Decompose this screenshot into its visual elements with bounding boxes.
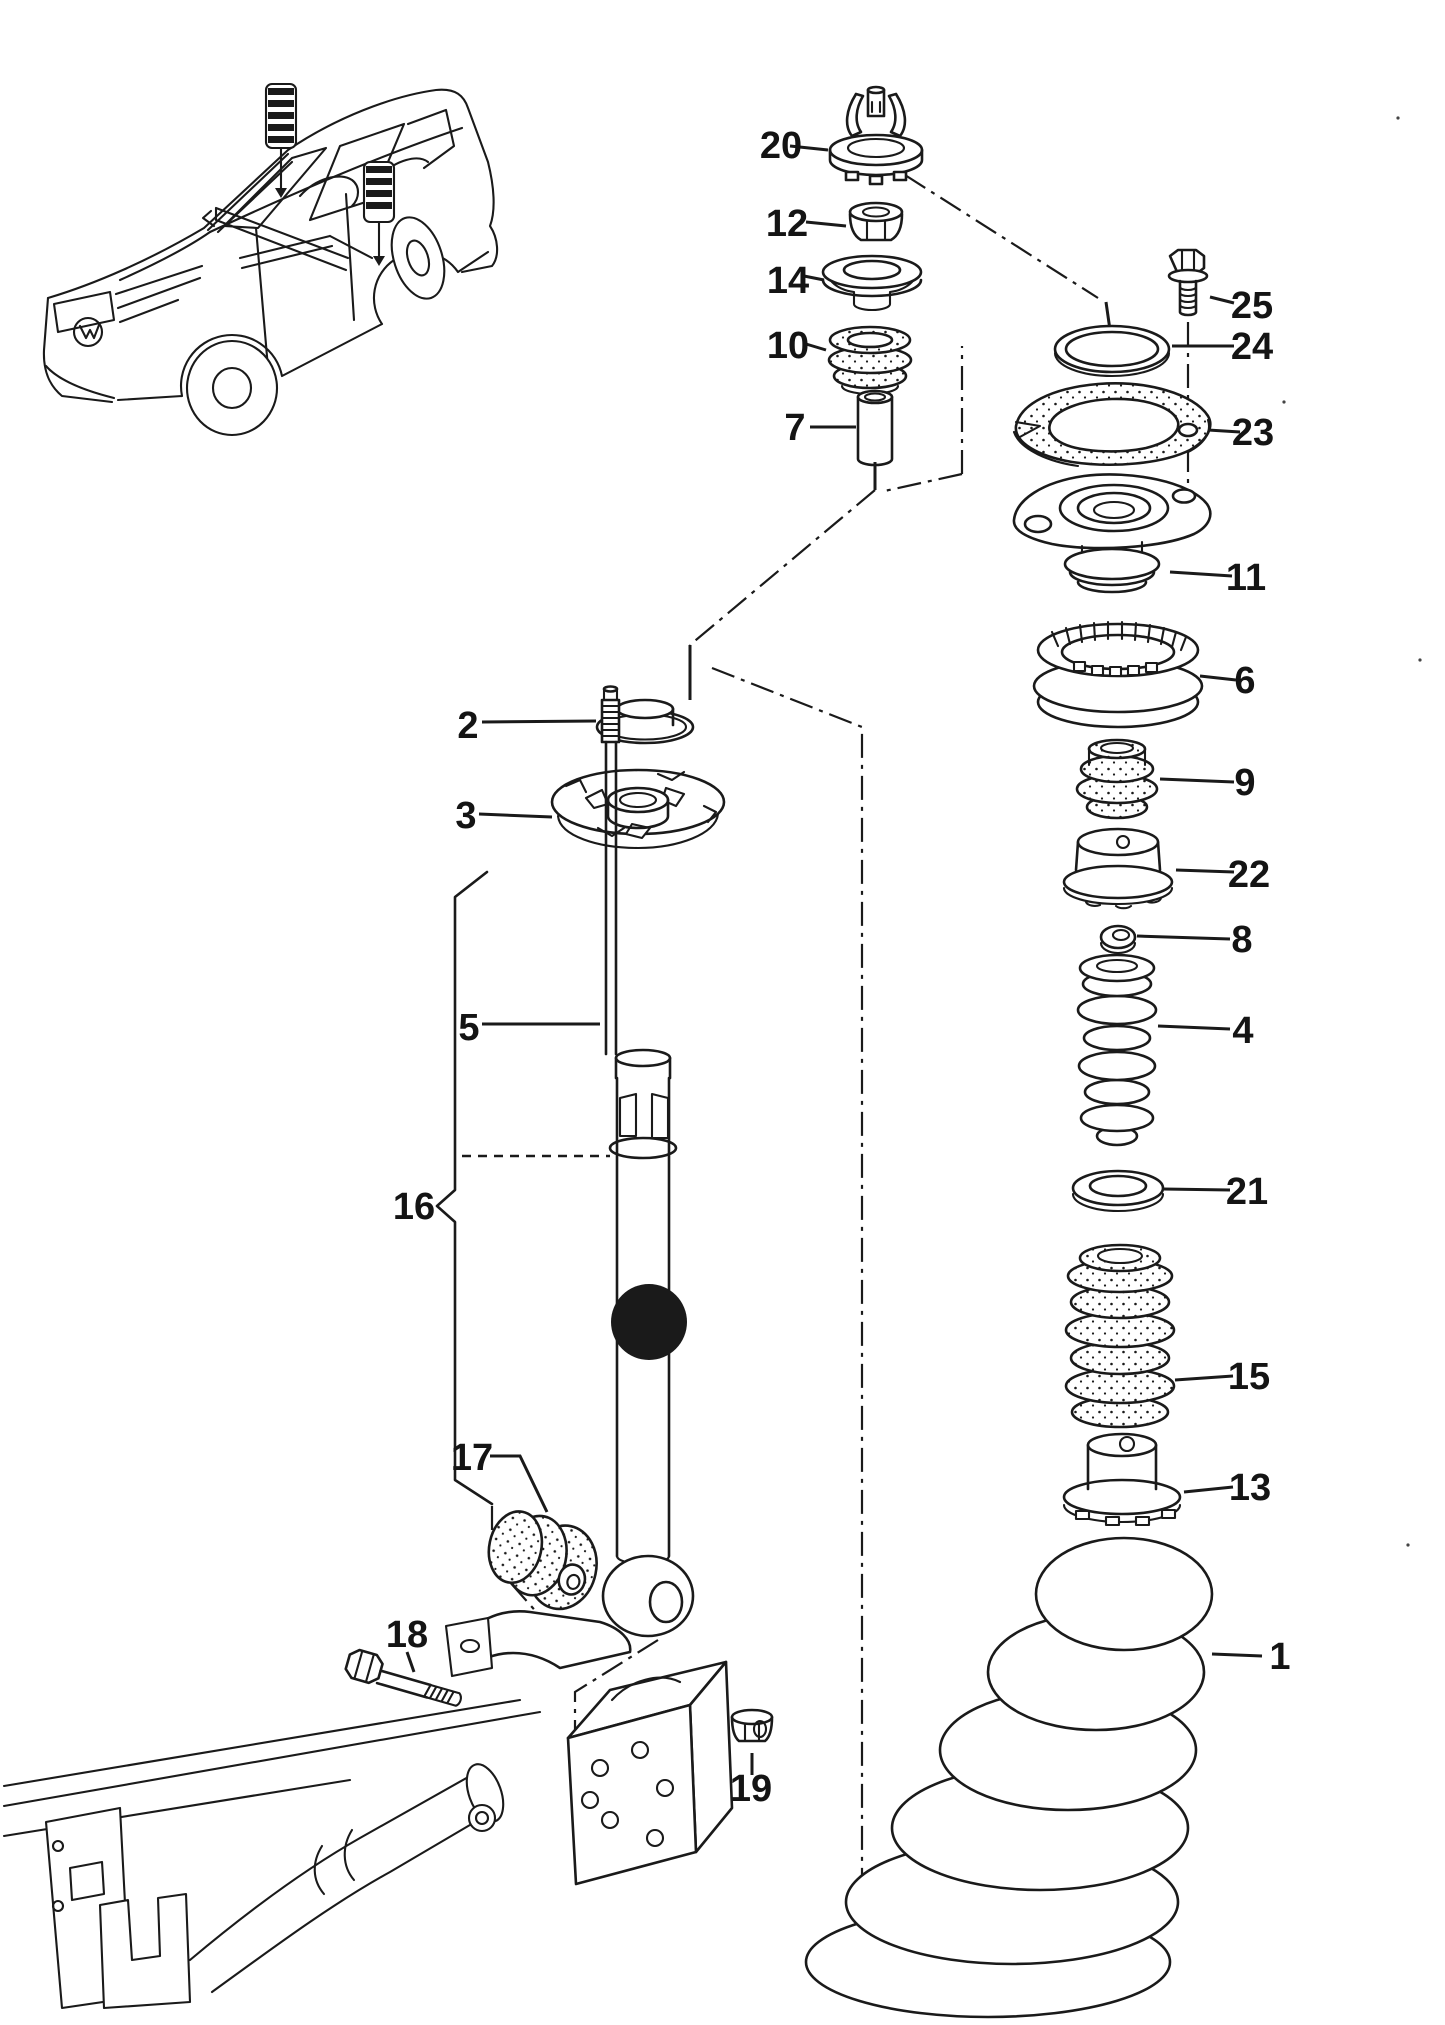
callout-15: 15 <box>1228 1356 1270 1398</box>
part-gasket <box>1012 382 1212 468</box>
shock-mount-block-front <box>566 1703 698 1886</box>
callout-16: 16 <box>393 1186 435 1228</box>
rear-axle-sketch <box>214 206 374 272</box>
part-cover-cap <box>1062 827 1174 910</box>
callout-13: 13 <box>1229 1467 1271 1509</box>
part-strut-mount-plate <box>1012 473 1212 594</box>
callout-3: 3 <box>455 795 476 837</box>
callout-23: 23 <box>1232 412 1274 454</box>
clamp-saddle <box>453 1610 632 1670</box>
callout-6: 6 <box>1234 660 1255 702</box>
part-bellows <box>1076 953 1158 1147</box>
assembly-bracket-16 <box>435 870 610 1506</box>
axle-assembly <box>2 1610 734 2010</box>
callout-25: 25 <box>1231 285 1273 327</box>
piston-rod <box>604 740 618 1056</box>
part-small-grommet <box>1099 924 1137 955</box>
callout-11: 11 <box>1226 557 1266 599</box>
part-rubber-buffer <box>1075 738 1159 820</box>
callout-20: 20 <box>760 125 802 167</box>
callout-12: 12 <box>766 203 808 245</box>
part-rubber-ring <box>827 325 913 396</box>
part-toothed-bearing-ring <box>1032 620 1204 729</box>
shock-absorber <box>600 685 695 1638</box>
part-sealing-ring <box>1053 324 1171 378</box>
vw-logo <box>72 316 104 348</box>
axle-fork <box>98 1892 192 2010</box>
callout-9: 9 <box>1234 762 1255 804</box>
callout-numbers: 20 12 14 10 7 25 24 23 11 6 9 22 8 4 21 … <box>386 125 1291 1810</box>
callout-4: 4 <box>1232 1010 1253 1052</box>
callout-24: 24 <box>1231 326 1273 368</box>
leader-lines <box>405 144 1263 1775</box>
callout-10: 10 <box>767 325 809 367</box>
callout-14: 14 <box>767 260 809 302</box>
part-hex-bolt-long <box>344 1648 462 1707</box>
callout-17: 17 <box>451 1437 493 1479</box>
callout-18: 18 <box>386 1614 428 1656</box>
installed-strut-right <box>362 160 396 266</box>
part-cap-with-spring-clips <box>828 85 924 186</box>
part-spacer-sleeve <box>856 389 894 467</box>
part-support-ring <box>1071 1169 1165 1213</box>
part-hex-nut <box>848 201 904 242</box>
part-spring-cup <box>1062 1432 1182 1527</box>
car-overview-sketch <box>42 82 499 437</box>
part-hex-bolt-upper <box>1167 248 1209 317</box>
part-coil-spring <box>804 1536 1214 2019</box>
part-dished-washer <box>821 254 923 312</box>
callout-1: 1 <box>1269 1636 1290 1678</box>
front-window <box>222 146 328 230</box>
callout-8: 8 <box>1231 919 1252 961</box>
headlight <box>52 290 116 334</box>
callout-2: 2 <box>457 705 478 747</box>
part-spring-plate <box>550 768 726 850</box>
callout-22: 22 <box>1228 854 1270 896</box>
callout-21: 21 <box>1226 1171 1268 1213</box>
callout-5: 5 <box>458 1007 479 1049</box>
part-mounting-bushing <box>487 1510 598 1611</box>
callout-7: 7 <box>784 407 805 449</box>
installed-strut-left <box>264 82 298 198</box>
callout-19: 19 <box>730 1768 772 1810</box>
print-specks <box>1282 116 1422 1547</box>
highlight-dot <box>611 1284 687 1360</box>
part-buffer-ring-stack <box>1064 1243 1176 1429</box>
